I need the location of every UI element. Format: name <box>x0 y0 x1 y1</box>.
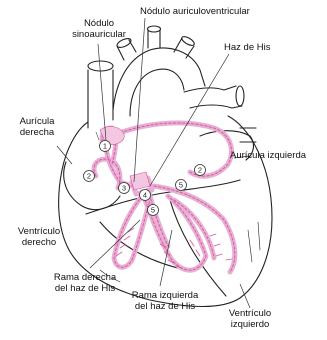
heart-outline <box>59 26 272 307</box>
marker-1-label: 1 <box>103 142 107 151</box>
label-sinoatrial-line1: Nódulo <box>70 18 128 29</box>
label-right-bundle-branch: Rama derecha del haz de His <box>50 272 120 294</box>
label-right-ventricle: Ventrículo derecho <box>14 226 64 248</box>
conduction-system <box>94 123 235 272</box>
label-right-ventricle-line2: derecho <box>14 237 64 248</box>
label-left-branch-line1: Rama izquierda <box>128 290 202 301</box>
label-right-branch-line2: del haz de His <box>50 283 120 294</box>
label-sinoatrial-node: Nódulo sinoauricular <box>70 18 128 40</box>
marker-2-right-label: 2 <box>87 172 91 181</box>
label-left-ventricle: Ventrículo izquierdo <box>224 308 276 330</box>
label-right-ventricle-line1: Ventrículo <box>14 226 64 237</box>
marker-5-right-label: 5 <box>179 181 183 190</box>
leader-sinoatrial <box>98 44 106 140</box>
marker-4-label: 4 <box>143 191 147 200</box>
label-left-ventricle-line2: izquierdo <box>224 319 276 330</box>
marker-5-left-label: 5 <box>151 206 155 215</box>
label-right-atrium-line2: derecha <box>14 127 60 138</box>
aortic-arch <box>113 48 205 110</box>
label-av-node: Nódulo auriculoventricular <box>140 6 250 17</box>
label-his-bundle: Haz de His <box>224 42 270 53</box>
label-left-branch-line2: del haz de His <box>128 301 202 312</box>
leader-left-ventricle <box>240 284 250 308</box>
label-left-bundle-branch: Rama izquierda del haz de His <box>128 290 202 312</box>
label-left-ventricle-line1: Ventrículo <box>224 308 276 319</box>
av-node-area <box>130 172 150 190</box>
label-right-atrium-line1: Aurícula <box>14 116 60 127</box>
label-right-atrium: Aurícula derecha <box>14 116 60 138</box>
marker-3-label: 3 <box>122 184 126 193</box>
leader-his <box>150 54 229 186</box>
label-sinoatrial-line2: sinoauricular <box>70 29 128 40</box>
leader-lines <box>57 18 250 308</box>
leader-av-node <box>134 18 145 182</box>
label-right-branch-line1: Rama derecha <box>50 272 120 283</box>
marker-2-left-label: 2 <box>198 166 202 175</box>
label-left-atrium: Aurícula izquierda <box>230 150 306 161</box>
